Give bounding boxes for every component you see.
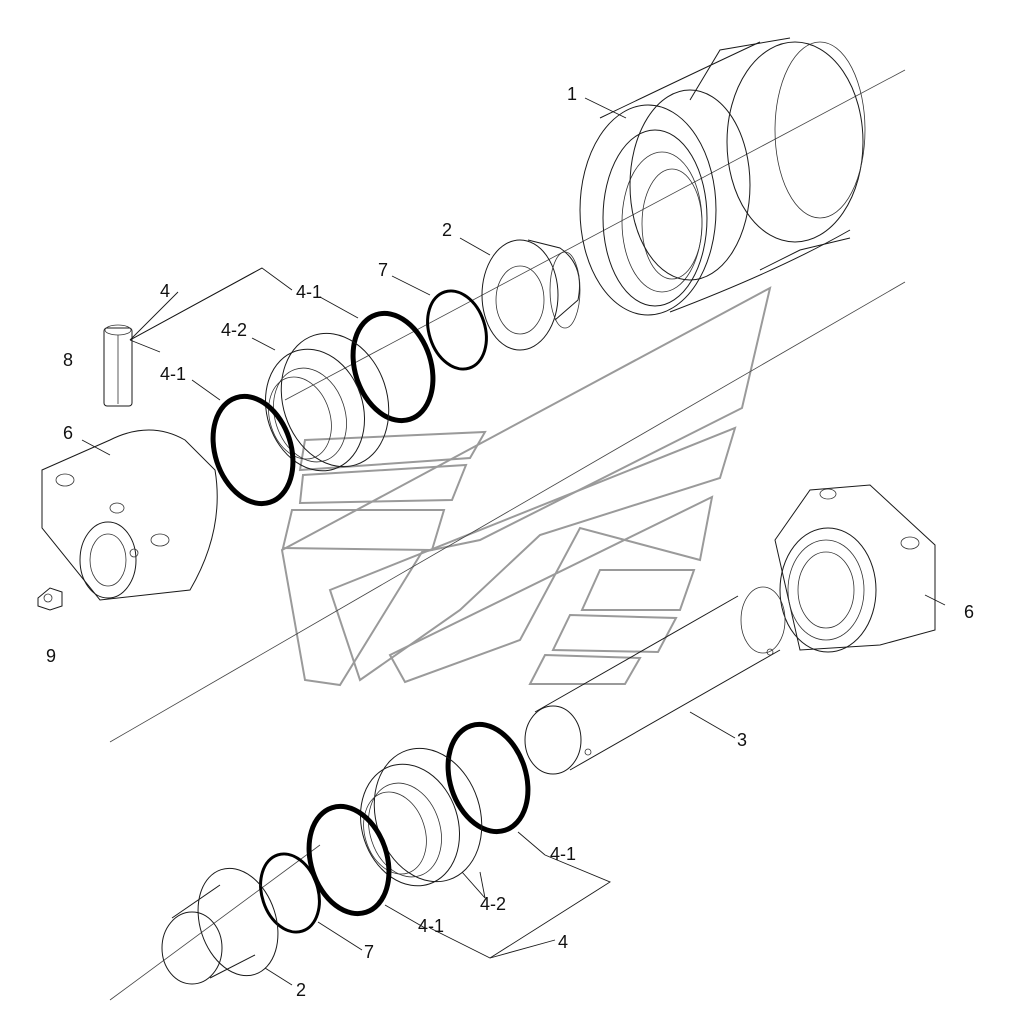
- leader-lines: [81, 97, 946, 986]
- part-labels: 1 2 2 3 4 4 4-1 4-1 4-1 4-1 4-2 4-2 6 6 …: [46, 84, 974, 1000]
- pin-drawing: [103, 324, 133, 407]
- label-bushing-top: 2: [442, 220, 452, 240]
- oring-bottom-a-drawing: [306, 803, 392, 917]
- housing-right-drawing: [774, 484, 936, 653]
- watermark-logo: [280, 286, 772, 687]
- label-oring-top-a: 4-1: [160, 364, 186, 384]
- label-oring-bottom-b: 4-1: [550, 844, 576, 864]
- label-housing-right: 6: [964, 602, 974, 622]
- label-oring7-top: 7: [378, 260, 388, 280]
- label-oring-bottom-a: 4-1: [418, 916, 444, 936]
- label-oring-top-b: 4-1: [296, 282, 322, 302]
- label-seal-group-top: 4: [160, 281, 170, 301]
- bushing-bottom-drawing: [161, 867, 279, 985]
- track-roller: [579, 37, 866, 316]
- bolt-drawing: [37, 587, 63, 611]
- bushing-top-drawing: [481, 239, 581, 351]
- seal-ring-top-drawing: [264, 332, 390, 472]
- oring7-bottom-drawing: [259, 852, 321, 934]
- label-seal-ring-bottom: 4-2: [480, 894, 506, 914]
- oring7-top-drawing: [426, 289, 488, 371]
- label-housing-left: 6: [63, 423, 73, 443]
- label-bushing-bottom: 2: [296, 980, 306, 1000]
- label-roller: 1: [567, 84, 577, 104]
- label-oring7-bottom: 7: [364, 942, 374, 962]
- label-shaft: 3: [737, 730, 747, 750]
- shaft-drawing: [524, 586, 786, 775]
- label-seal-ring-top: 4-2: [221, 320, 247, 340]
- housing-left-drawing: [41, 429, 218, 601]
- label-pin: 8: [63, 350, 73, 370]
- label-bolt: 9: [46, 646, 56, 666]
- oring-bottom-b-drawing: [445, 721, 531, 835]
- oring-top-b-drawing: [350, 310, 436, 424]
- label-seal-group-bottom: 4: [558, 932, 568, 952]
- oring-top-a-drawing: [210, 393, 296, 507]
- assembly-axes: [109, 69, 906, 1001]
